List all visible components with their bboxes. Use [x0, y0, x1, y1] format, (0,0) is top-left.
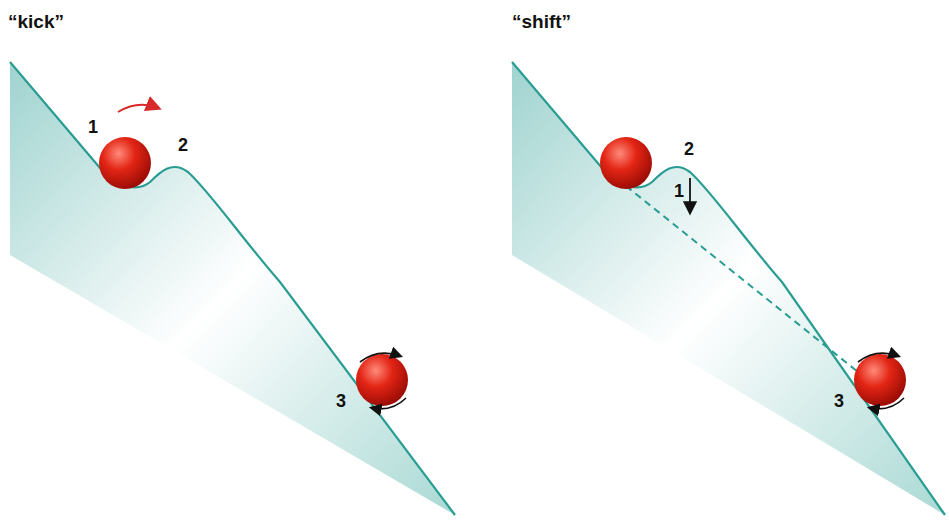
kick-panel — [10, 62, 455, 515]
callout-number: 1 — [88, 118, 98, 136]
rotation-arrow — [858, 353, 898, 362]
ball — [356, 354, 408, 406]
callout-number: 2 — [684, 140, 694, 158]
shift-arrow — [689, 178, 691, 212]
ball — [600, 137, 652, 189]
slope-face — [512, 62, 945, 515]
kick-arrow — [118, 105, 158, 112]
callout-number: 3 — [834, 392, 844, 410]
panel-title: “shift” — [512, 12, 571, 31]
panel-title: “kick” — [8, 12, 64, 31]
slope-face — [10, 62, 455, 515]
rotation-arrow — [870, 398, 904, 409]
callout-number: 1 — [674, 182, 684, 200]
ball — [99, 137, 151, 189]
rotation-arrow — [372, 398, 406, 409]
shifted-curve — [626, 186, 858, 372]
callout-number: 2 — [178, 136, 188, 154]
ball — [854, 354, 906, 406]
energy-curve — [10, 62, 455, 515]
rotation-arrow — [360, 353, 400, 362]
energy-curve — [512, 62, 945, 515]
callout-number: 3 — [336, 392, 346, 410]
shift-panel — [512, 62, 945, 515]
